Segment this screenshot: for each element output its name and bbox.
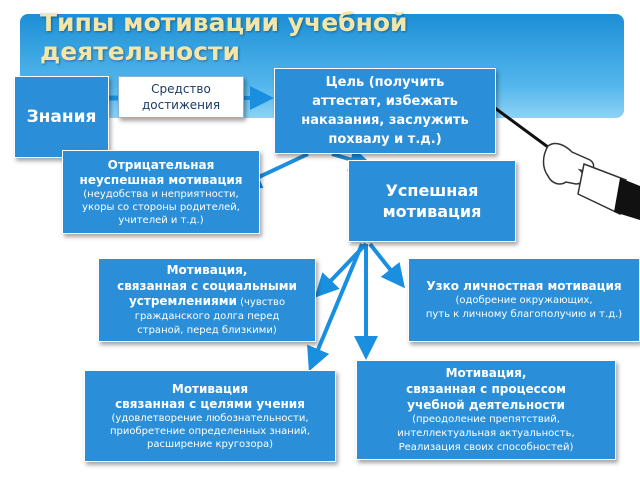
node-sredstvo: Средство достижения [118,76,244,118]
node-social-line3-rest: (чувство [236,297,286,308]
node-process-line4: (преодоление препятствий, [412,414,560,425]
node-celi-line5: расширение кругозора) [147,438,273,450]
node-celi-line4: приобретение определенных знаний, [109,425,311,437]
node-process-line2: связанная с процессом [406,382,566,396]
node-process-line6: Реализация своих способностей) [398,442,574,453]
node-sredstvo-line2: достижения [141,98,221,112]
node-cel-line2: аттестат, избежать [312,94,458,109]
node-znaniya: Знания [14,76,109,158]
node-lichn-line1: Узко личностная мотивация [426,279,622,293]
node-uspesh-line1: Успешная [385,181,479,200]
node-lichn-line3: путь к личному благополучию и т.д.) [425,309,623,320]
node-celi-line3: (удовлетворение любознательности, [111,412,309,424]
node-cel-line3: наказания, заслужить [301,113,469,128]
node-cel: Цель (получить аттестат, избежать наказа… [274,68,496,154]
node-cel-line4: похвалу и т.д.) [328,132,442,147]
node-social-line1: Мотивация, [166,263,248,277]
node-process-line1: Мотивация, [445,366,527,380]
node-lichn: Узко личностная мотивация (одобрение окр… [408,258,640,342]
arrow-uspesh-lichn [368,242,405,289]
node-otric-line1: Отрицательная [107,157,215,172]
node-otric-line3: (неудобства и неприятности, [83,188,239,200]
node-social-line5: страной, перед близкими) [137,325,277,336]
node-process: Мотивация, связанная с процессом учебной… [356,360,616,460]
node-celi-line1: Мотивация [171,381,249,396]
node-lichn-line2: (одобрение окружающих, [455,295,593,306]
node-cel-line1: Цель (получить [325,75,445,90]
node-sredstvo-line1: Средство [151,82,211,96]
node-social-line4: гражданского долга перед [134,311,280,322]
node-celi: Мотивация связанная с целями учения (удо… [84,370,336,462]
node-otric: Отрицательная неуспешная мотивация (неуд… [62,150,260,234]
node-social-line3: устремлениями (чувство [129,294,285,310]
page-title-line1: Типы мотивации учебной [40,8,408,37]
page-title: Типы мотивации учебной деятельности [40,8,460,66]
node-otric-line5: учителей и т.д.) [118,214,204,226]
node-process-line5: интеллектуальная актуальность, [397,428,575,439]
arrow-uspesh-celi [307,243,364,372]
node-uspesh: Успешная мотивация [348,160,516,242]
node-celi-line2: связанная с целями учения [115,396,305,411]
node-process-line3: учебной деятельности [407,398,565,412]
node-otric-line2: неуспешная мотивация [79,172,243,187]
page-title-line2: деятельности [40,37,241,66]
node-uspesh-line2: мотивация [382,202,482,221]
node-social: Мотивация, связанная с социальными устре… [98,258,316,342]
node-otric-line4: укоры со стороны родителей, [82,201,240,213]
node-social-line2: связанная с социальными [117,279,297,293]
node-social-line3-bold: устремлениями [128,294,237,308]
node-znaniya-label: Знания [26,107,97,127]
